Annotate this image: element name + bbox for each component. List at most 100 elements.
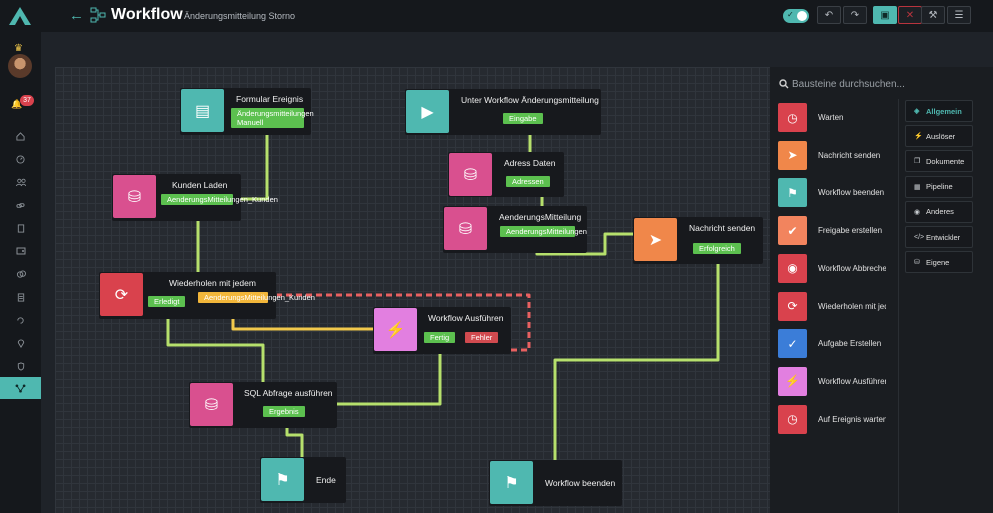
active-toggle[interactable]: ✓ <box>783 9 809 23</box>
database-icon: ⛁ <box>449 153 492 196</box>
database-icon: ⛁ <box>914 259 920 267</box>
user-avatar-area[interactable]: ♛ <box>6 44 34 78</box>
tab-label: Pipeline <box>926 182 953 192</box>
nav-workflow[interactable] <box>0 377 41 399</box>
nav-location[interactable] <box>0 332 41 354</box>
node-workflow-beenden[interactable]: ⚑ Workflow beenden <box>489 460 622 506</box>
output-chip-item[interactable]: AenderungsMitteilungen_Kunden <box>198 292 315 303</box>
pin-icon <box>17 339 24 348</box>
save-icon: ▣ <box>880 9 890 21</box>
block-item[interactable]: ✓Aufgabe Erstellen <box>778 329 896 359</box>
nav-clipboard[interactable] <box>0 217 41 239</box>
nav-links[interactable] <box>0 194 41 216</box>
nav-coins[interactable] <box>0 263 41 285</box>
output-chip[interactable]: Ergebnis <box>263 406 305 417</box>
node-kunden-laden[interactable]: ⛁ Kunden Laden AenderungsMitteilungen_Ku… <box>112 174 278 221</box>
tab-entwickler[interactable]: </>Entwickler <box>905 226 973 248</box>
undo-button[interactable]: ↶ <box>817 6 841 24</box>
back-arrow-icon[interactable]: ← <box>69 7 84 24</box>
tab-label: Eigene <box>926 257 950 267</box>
output-chip[interactable]: Änderungsmitteilungen Manuell <box>231 108 314 128</box>
nav-security[interactable] <box>0 355 41 377</box>
search-icon <box>779 79 789 89</box>
app-logo[interactable] <box>8 6 32 26</box>
node-unter-workflow[interactable]: ▶ Unter Workflow Änderungsmitteilung Ein… <box>405 89 601 135</box>
nav-users[interactable] <box>0 171 41 193</box>
tab-eigene[interactable]: ⛁ Eigene <box>905 251 973 274</box>
link-icon <box>16 202 25 208</box>
tab-anderes[interactable]: ◉ Anderes <box>905 200 973 223</box>
tab-dokumente[interactable]: ❐Dokumente <box>905 150 973 173</box>
workflow-icon <box>15 383 26 393</box>
nav-wallet[interactable] <box>0 240 41 262</box>
node-formular-ereignis[interactable]: ▤ Formular Ereignis Änderungsmitteilunge… <box>180 88 314 135</box>
wire-wiederholen-sql <box>166 310 265 382</box>
block-item[interactable]: ◷Warten <box>778 103 896 133</box>
document-icon <box>17 292 24 302</box>
nav-home[interactable] <box>0 125 41 147</box>
block-item[interactable]: ◷Auf Ereignis warten <box>778 404 896 435</box>
database-icon: ⛁ <box>190 383 233 426</box>
block-item[interactable]: ➤Nachricht senden <box>778 140 896 171</box>
clock-icon: ◷ <box>778 103 807 132</box>
output-chip[interactable]: Erfolgreich <box>693 243 741 254</box>
workflow-canvas[interactable]: ▤ Formular Ereignis Änderungsmitteilunge… <box>55 67 770 513</box>
cancel-button[interactable]: ✕ <box>898 6 922 24</box>
block-label: Workflow beenden <box>818 188 885 198</box>
redo-button[interactable]: ↷ <box>843 6 867 24</box>
tab-allgemein[interactable]: ◈Allgemein <box>905 100 973 122</box>
tab-label: Auslöser <box>926 131 956 141</box>
node-aenderungsmitteilung[interactable]: ⛁ AenderungsMitteilung AenderungsMitteil… <box>443 206 587 253</box>
block-item[interactable]: ⟳Wiederholen mit jedem <box>778 291 896 322</box>
nav-refresh-docs[interactable] <box>0 309 41 331</box>
eye-icon: ◉ <box>914 208 921 216</box>
output-chip-done[interactable]: Fertig <box>424 332 456 343</box>
tab-label: Anderes <box>926 207 954 217</box>
check-icon: ✓ <box>787 10 794 19</box>
block-item[interactable]: ✔ Freigabe erstellen <box>778 216 896 246</box>
node-ende[interactable]: ⚑ Ende <box>260 457 346 503</box>
clipboard-icon <box>17 223 24 233</box>
redo-icon: ↷ <box>850 9 860 21</box>
clock-icon: ◷ <box>778 404 807 434</box>
block-item[interactable]: ⚡Workflow Ausführen <box>778 366 896 397</box>
block-item[interactable]: ⚑Workflow beenden <box>778 178 896 208</box>
settings-button[interactable]: ☰ <box>947 6 971 24</box>
block-item[interactable]: ◉Workflow Abbrechen <box>778 253 896 284</box>
tab-pipeline[interactable]: ▦Pipeline <box>905 175 973 198</box>
node-nachricht-senden[interactable]: ➤ Nachricht senden Erfolgreich <box>633 217 763 264</box>
output-chip[interactable]: Eingabe <box>503 113 543 124</box>
block-label: Nachricht senden <box>818 150 881 160</box>
node-workflow-ausfuehren[interactable]: ⚡ Workflow Ausführen Fertig Fehler <box>373 307 511 354</box>
output-chip-error[interactable]: Fehler <box>465 332 499 343</box>
avatar[interactable] <box>8 54 32 78</box>
send-icon: ➤ <box>634 218 677 261</box>
toggle-knob <box>797 11 807 21</box>
nav-dashboard[interactable] <box>0 148 41 170</box>
workflow-icon <box>90 7 106 23</box>
block-label: Freigabe erstellen <box>818 226 883 236</box>
form-icon: ▤ <box>181 89 224 132</box>
block-label: Workflow Ausführen <box>818 376 886 386</box>
save-button[interactable]: ▣ <box>873 6 897 24</box>
search-input[interactable] <box>792 75 987 93</box>
tab-auslöser[interactable]: ⚡Auslöser <box>905 125 973 148</box>
output-chip-done[interactable]: Erledigt <box>148 296 186 307</box>
wire-fehler-loop <box>277 293 531 352</box>
page-subtitle: Änderungsmitteilung Storno <box>184 11 296 21</box>
sliders-icon: ☰ <box>954 9 964 21</box>
magic-icon: ⚒ <box>928 9 938 21</box>
notifications[interactable]: 🔔 37 <box>11 95 35 111</box>
wire-formular-kunden <box>241 130 269 201</box>
node-adress-daten[interactable]: ⛁ Adress Daten Adressen <box>448 152 564 197</box>
user-check-icon: ✔ <box>778 216 807 246</box>
bell-icon: 🔔 <box>11 99 23 109</box>
output-chip[interactable]: Adressen <box>506 176 550 187</box>
category-tabs: ◈Allgemein ⚡Auslöser❐Dokumente▦Pipeline ◉ A… <box>898 99 993 513</box>
nav-documents[interactable] <box>0 286 41 308</box>
node-sql-abfrage[interactable]: ⛁ SQL Abfrage ausführen Ergebnis <box>189 382 337 428</box>
output-chip[interactable]: AenderungsMitteilungen_Kunden <box>161 194 278 205</box>
magic-button[interactable]: ⚒ <box>921 6 945 24</box>
node-wiederholen-mit-jedem[interactable]: ⟳ Wiederholen mit jedem Erledigt Aenderu… <box>99 272 315 319</box>
output-chip[interactable]: AenderungsMitteilungen <box>500 226 587 237</box>
